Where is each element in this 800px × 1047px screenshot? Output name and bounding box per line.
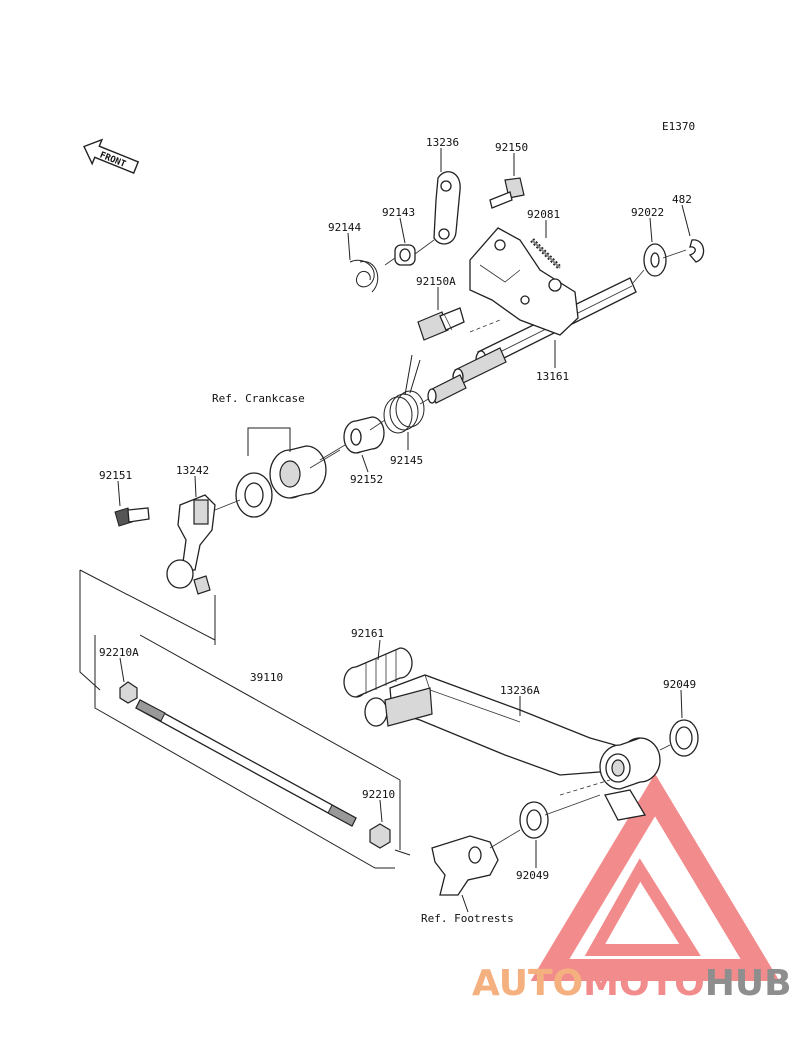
watermark-moto: MOTO [583,963,705,1004]
label-92022: 92022 [631,206,664,219]
label-13242: 13242 [176,464,209,477]
spring-92081 [530,238,562,270]
bolt-92150A [417,307,465,341]
label-92049-lower: 92049 [516,869,549,882]
oil-seal-92049-lower [519,801,549,839]
label-ref-crankcase: Ref. Crankcase [212,392,305,405]
label-92081: 92081 [527,208,560,221]
bolt-92150 [489,177,525,209]
watermark-logo [530,773,780,981]
leader-lines [117,148,691,913]
collar-92143 [394,244,416,266]
watermark-hub: HUB [705,963,792,1004]
label-92144: 92144 [328,221,361,234]
label-482: 482 [672,193,692,206]
label-ref-footrests: Ref. Footrests [421,912,514,925]
tie-rod-39110 [135,699,357,827]
bearing-right [269,445,327,499]
label-92152: 92152 [350,473,383,486]
spring-92145 [383,354,425,434]
shaft-spline [427,374,467,404]
diagram-code: E1370 [662,120,695,133]
watermark-auto: AUTO [472,963,583,1004]
shift-arm-plate [469,227,579,336]
label-92150A: 92150A [416,275,456,288]
footrest-bracket [431,835,499,896]
label-92150: 92150 [495,141,528,154]
label-92161: 92161 [351,627,384,640]
oil-seal-92049-upper [669,719,699,757]
pedal-rubber-92161 [343,647,413,698]
label-92151: 92151 [99,469,132,482]
ref-crankcase-bracket [247,427,291,456]
label-92049-upper: 92049 [663,678,696,691]
label-13236: 13236 [426,136,459,149]
label-92143: 92143 [382,206,415,219]
label-92210A: 92210A [99,646,139,659]
label-92210: 92210 [362,788,395,801]
front-arrow-icon: FRONT [83,138,140,174]
watermark-text: AUTOMOTOHUB [472,963,792,1004]
bearing-left [235,472,273,518]
label-13236A: 13236A [500,684,540,697]
nut-92210 [369,823,391,849]
bushing-92152 [343,416,385,454]
spring-92144 [349,259,379,293]
pedal-pivot [599,737,661,821]
lever-13242 [166,494,216,595]
label-39110: 39110 [250,671,283,684]
nut-92210A [119,681,138,704]
linkage-bracket [79,569,411,869]
shift-pedal-13236A [364,674,626,776]
label-92145: 92145 [390,454,423,467]
label-13161: 13161 [536,370,569,383]
lever-13236 [433,171,461,245]
bolt-92151 [114,507,150,527]
circlip-482 [688,239,705,263]
